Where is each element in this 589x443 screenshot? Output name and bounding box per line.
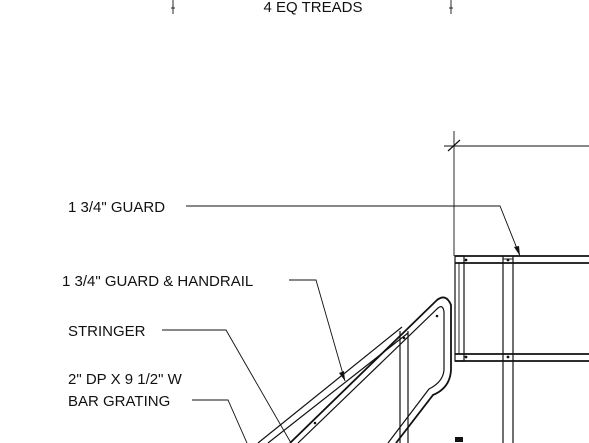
leader-stringer	[162, 329, 292, 443]
tread-dimension: 4 EQ TREADS	[171, 0, 453, 16]
stair-guard	[257, 296, 452, 443]
handrail-inner	[297, 306, 445, 443]
callout-grating-line2: BAR GRATING	[68, 393, 170, 410]
dimension-tick	[447, 139, 461, 152]
bolt-3	[506, 258, 510, 262]
stair-bolt-3	[313, 421, 317, 425]
callout-grating-line1: 2" DP X 9 1/2" W	[68, 371, 183, 388]
callouts: 1 3/4" GUARD 1 3/4" GUARD & HANDRAIL STR…	[62, 199, 521, 443]
bolt-4	[506, 355, 510, 359]
stair-bolt-2	[435, 314, 439, 318]
base-plate	[455, 437, 463, 442]
leader-grating	[192, 399, 248, 443]
bolt-2	[464, 355, 468, 359]
dimension-text: 4 EQ TREADS	[264, 0, 363, 16]
leader-guard-handrail-arrow	[339, 371, 345, 381]
handrail-outer	[289, 296, 452, 443]
platform-dimension	[444, 131, 589, 256]
leader-guard-arrow	[514, 246, 520, 256]
callout-guard-handrail: 1 3/4" GUARD & HANDRAIL	[62, 273, 253, 290]
guard-rail-upper	[257, 326, 403, 443]
stair-bolt-1	[402, 336, 406, 340]
leader-guard	[186, 205, 521, 257]
platform-guard	[454, 255, 589, 443]
leader-guard-handrail	[289, 279, 346, 382]
callout-stringer: STRINGER	[68, 323, 146, 340]
bolt-1	[464, 258, 468, 262]
guard-rail-lower	[267, 332, 409, 443]
end-post	[454, 255, 465, 362]
callout-guard: 1 3/4" GUARD	[68, 199, 165, 216]
